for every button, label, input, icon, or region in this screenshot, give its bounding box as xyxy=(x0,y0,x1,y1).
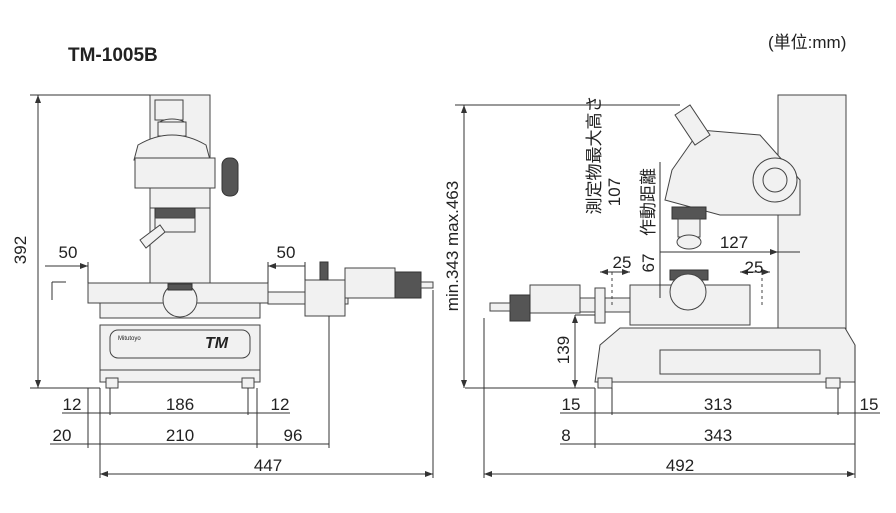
side-view-microscope xyxy=(489,94,856,389)
side-dimension-lines xyxy=(455,104,880,478)
dim-stage-travel-left: 25 xyxy=(613,253,632,272)
brand-logo: Mitutoyo xyxy=(118,336,141,342)
dim-working-distance: 67 xyxy=(639,254,658,273)
dim-side-total-depth: 492 xyxy=(666,456,694,475)
front-view-microscope xyxy=(87,94,434,389)
dim-front-total-width: 447 xyxy=(254,456,282,475)
dim-front-foot-right: 12 xyxy=(271,395,290,414)
dim-side-foot-left: 15 xyxy=(562,395,581,414)
dim-side-base-depth: 343 xyxy=(704,426,732,445)
dim-front-foot-span: 186 xyxy=(166,395,194,414)
dim-max-object-height: 107 xyxy=(605,178,624,206)
dim-front-right-overhang: 96 xyxy=(284,426,303,445)
dim-stage-offset-right: 50 xyxy=(277,243,296,262)
dim-side-foot-span: 313 xyxy=(704,395,732,414)
dim-front-base-width: 210 xyxy=(166,426,194,445)
dim-stage-offset-left: 50 xyxy=(59,243,78,262)
dim-front-foot-left: 12 xyxy=(63,395,82,414)
dim-front-height: 392 xyxy=(11,236,30,264)
base-logo: TM xyxy=(205,335,229,352)
dim-height-range: min.343 max.463 xyxy=(443,181,462,311)
model-title: TM-1005B xyxy=(68,45,158,66)
max-object-height-label: 測定物最大高さ xyxy=(585,96,604,215)
working-distance-label: 作動距離 xyxy=(639,168,658,236)
unit-label: (単位:mm) xyxy=(768,33,846,52)
dim-stage-travel-right: 25 xyxy=(745,258,764,277)
dim-axis-offset: 127 xyxy=(720,233,748,252)
dim-side-foot-right: 15 xyxy=(860,395,879,414)
front-dimension-lines xyxy=(30,94,434,478)
dim-stage-height: 139 xyxy=(554,336,573,364)
dim-side-left-overhang: 8 xyxy=(561,426,570,445)
dim-front-left-overhang: 20 xyxy=(53,426,72,445)
